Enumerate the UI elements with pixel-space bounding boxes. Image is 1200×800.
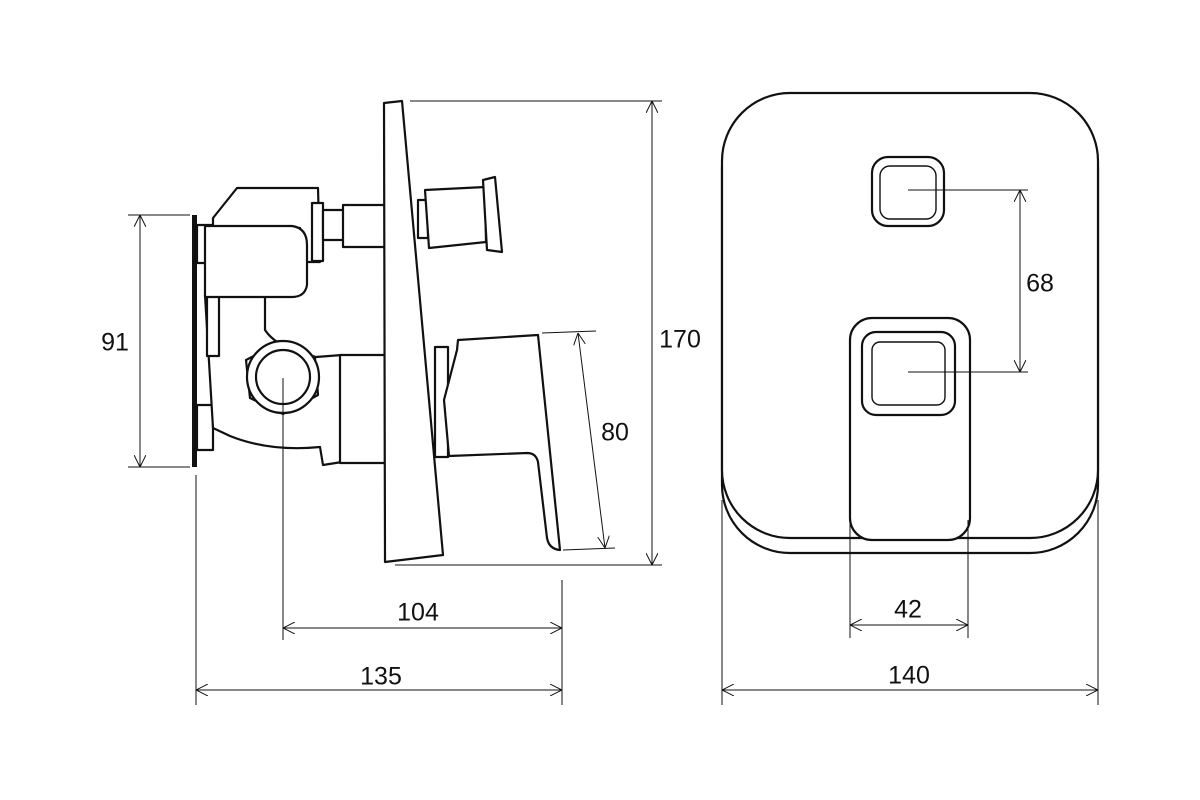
dim-140-label: 140 [888,661,930,690]
diverter-nut [310,201,325,263]
dim-135-label: 135 [360,662,402,691]
side-dimensions [128,100,662,705]
diverter-knob-front [870,155,946,228]
dim-68-label: 68 [1026,269,1054,298]
lever-handle-side [442,333,562,552]
dim-170-label: 170 [659,325,701,354]
front-view [720,91,1100,555]
dim-80-line [578,333,605,548]
lever-tube [338,353,387,465]
wall-plate [192,215,197,467]
diverter-knob-flange [481,175,504,254]
valve-stem [205,294,221,358]
dim-42-label: 42 [894,595,922,624]
diverter-knob-side [423,185,488,250]
pipe-nut [244,339,321,416]
diverter-connector [321,208,347,242]
lower-bracket [195,403,215,452]
diverter-tube [341,203,387,249]
dim-91-label: 91 [101,328,129,357]
dim-104-label: 104 [397,598,439,627]
side-view [192,99,562,564]
front-dimensions [721,189,1099,705]
cover-plate-side [382,99,445,564]
dim-80-label: 80 [601,418,629,447]
diverter-body [203,224,309,299]
